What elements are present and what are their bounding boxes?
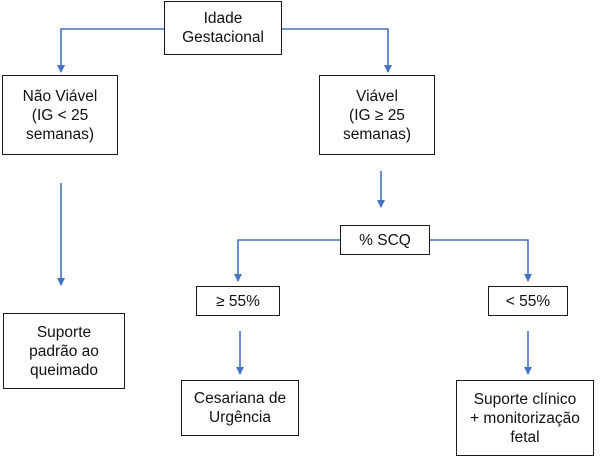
- node-gestational-age: Idade Gestacional: [164, 1, 282, 55]
- node-scq-label: % SCQ: [359, 231, 411, 249]
- node-ge55: ≥ 55%: [196, 286, 280, 316]
- node-emergency-cesarean: Cesariana de Urgência: [181, 380, 299, 436]
- arrow-root-to-non-viable: [57, 28, 164, 73]
- node-lt55-label: < 55%: [505, 292, 551, 310]
- node-non-viable-label: Não Viável (IG < 25 semanas): [22, 87, 98, 143]
- node-clinical-support: Suporte clínico + monitorização fetal: [456, 380, 594, 456]
- node-ge55-label: ≥ 55%: [216, 292, 260, 310]
- arrow-scq-to-ge55: [234, 239, 340, 282]
- node-viable: Viável (IG ≥ 25 semanas): [319, 75, 435, 155]
- node-viable-label: Viável (IG ≥ 25 semanas): [342, 87, 412, 143]
- node-standard-burn-support: Suporte padrão ao queimado: [3, 313, 125, 389]
- arrow-root-to-viable: [282, 28, 392, 73]
- node-non-viable: Não Viável (IG < 25 semanas): [2, 75, 118, 155]
- node-clinical-support-label: Suporte clínico + monitorização fetal: [470, 390, 580, 446]
- arrow-scq-to-lt55: [430, 239, 532, 282]
- node-emergency-cesarean-label: Cesariana de Urgência: [193, 390, 287, 426]
- node-gestational-age-label: Idade Gestacional: [182, 10, 264, 46]
- node-scq: % SCQ: [340, 225, 430, 255]
- node-lt55: < 55%: [488, 286, 568, 316]
- node-standard-burn-support-label: Suporte padrão ao queimado: [29, 323, 99, 379]
